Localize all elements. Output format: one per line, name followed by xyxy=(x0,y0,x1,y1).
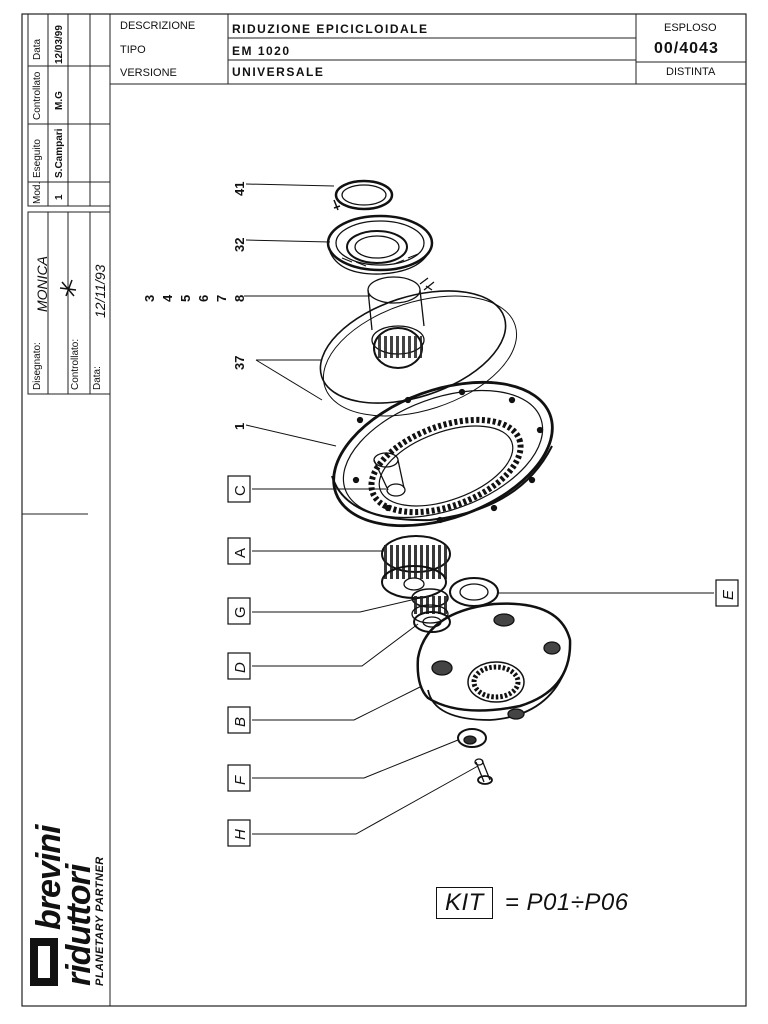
controllato-label: Controllato: xyxy=(70,338,81,390)
leader-lines xyxy=(244,183,714,835)
callout-a: A xyxy=(232,547,249,558)
callout-e: E xyxy=(720,589,737,600)
part-number-3: 3 xyxy=(142,294,157,302)
callout-b: B xyxy=(232,716,249,727)
exploded-view-illustration xyxy=(319,179,572,785)
data-header: Data xyxy=(32,38,43,60)
part-number-5: 5 xyxy=(178,294,193,302)
esploso-label: ESPLOSO xyxy=(664,22,717,34)
descrizione-label: DESCRIZIONE xyxy=(120,20,196,32)
callout-h: H xyxy=(232,829,249,840)
disegnato-value: MONICA xyxy=(34,256,50,312)
part-number-8: 8 xyxy=(232,294,247,302)
disegnato-label: Disegnato: xyxy=(32,342,43,390)
kit-value: = P01÷P06 xyxy=(504,889,629,916)
screw-part xyxy=(474,758,493,785)
controllato-value: M.G xyxy=(54,91,65,110)
eseguito-header: Eseguito xyxy=(32,139,43,178)
controllato-header: Controllato xyxy=(32,71,43,120)
callout-d: D xyxy=(232,662,249,673)
callout-g: G xyxy=(232,606,249,618)
tipo-label: TIPO xyxy=(120,44,146,56)
kit-note: KIT = P01÷P06 xyxy=(436,887,629,919)
pin-part xyxy=(373,452,406,497)
versione-label: VERSIONE xyxy=(120,67,177,79)
logo-tagline: PLANETARY PARTNER xyxy=(94,856,106,986)
part-number-1: 1 xyxy=(232,422,247,430)
eseguito-value: S.Campari xyxy=(54,128,65,178)
thrust-washer-part xyxy=(449,577,499,607)
ring-gear-housing-part xyxy=(331,380,554,528)
shaft-assembly-part xyxy=(367,276,435,369)
esploso-value: 00/4043 xyxy=(654,40,719,57)
part-number-37: 37 xyxy=(232,355,247,370)
bearing-part xyxy=(326,214,434,275)
part-number-6: 6 xyxy=(196,294,211,302)
part-number-41: 41 xyxy=(232,181,247,196)
callout-c: C xyxy=(232,485,249,496)
callout-f: F xyxy=(232,775,249,785)
oring-part xyxy=(319,290,518,417)
part-number-4: 4 xyxy=(160,294,175,302)
signature-block-grid xyxy=(27,211,111,395)
part-number-7: 7 xyxy=(214,294,229,302)
kit-label: KIT xyxy=(436,887,493,919)
sheet-border xyxy=(21,13,747,1007)
tipo-value: EM 1020 xyxy=(232,44,291,58)
descrizione-value: RIDUZIONE EPICICLOIDALE xyxy=(232,22,429,36)
carrier-flange-part xyxy=(416,602,572,721)
sig-data-value: 12/11/93 xyxy=(92,264,108,318)
distinta-label: DISTINTA xyxy=(666,66,716,78)
brevini-logo-mark xyxy=(30,938,58,986)
spline-gear-part xyxy=(411,588,449,624)
callout-boxes xyxy=(227,475,739,847)
part-number-32: 32 xyxy=(232,237,247,252)
mod-header: Mod. xyxy=(32,181,43,204)
title-block-grid xyxy=(110,14,746,85)
revision-table-grid xyxy=(27,13,111,207)
circlip-part xyxy=(333,179,394,211)
planet-gear-part xyxy=(381,535,451,599)
mod-value: 1 xyxy=(54,194,65,200)
versione-value: UNIVERSALE xyxy=(232,65,325,79)
signature-mark xyxy=(59,279,77,297)
data-value: 12/03/99 xyxy=(54,25,65,64)
small-washer-part xyxy=(457,728,487,748)
sig-data-label: Data: xyxy=(92,366,103,390)
